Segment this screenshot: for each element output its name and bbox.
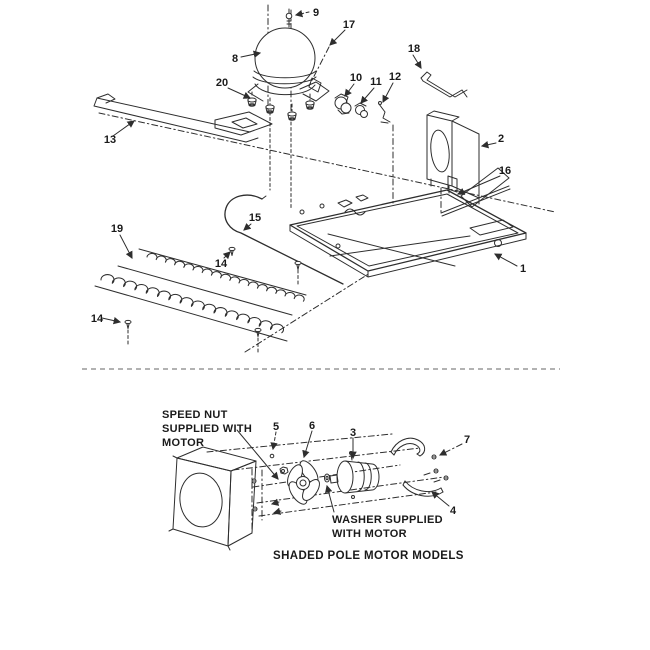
callout-10: 10: [350, 72, 362, 84]
bolt-icon: [443, 475, 449, 481]
callout-17: 17: [343, 19, 355, 31]
screw-icon: [228, 246, 236, 256]
screw-icon: [124, 319, 132, 329]
bolt-icon: [431, 454, 437, 460]
relay-overload-drawing: [335, 94, 390, 123]
motor-drawing: [330, 452, 379, 499]
callout-5: 5: [273, 421, 279, 433]
callout-2: 2: [498, 133, 504, 145]
washer-note-line2: WITH MOTOR: [332, 528, 407, 540]
grommet-icon: [265, 104, 275, 114]
bottom-callout-leaders: [237, 430, 462, 512]
callout-14b: 14: [91, 313, 104, 325]
callout-9: 9: [313, 7, 319, 19]
bottom-callouts: 5 6 3 7 4: [273, 420, 470, 517]
grommet-icon: [305, 100, 315, 110]
bolt-icon: [433, 468, 439, 474]
callout-7: 7: [464, 434, 470, 446]
callout-20: 20: [216, 77, 228, 89]
motor-shroud-box-drawing: [169, 447, 262, 550]
callout-16: 16: [499, 165, 511, 177]
fan-blade-drawing: [270, 454, 329, 507]
callout-8: 8: [232, 53, 238, 65]
callout-14a: 14: [215, 258, 228, 270]
top-callout-leaders: [102, 9, 517, 325]
base-plate-drawing: [290, 190, 526, 277]
callout-11: 11: [370, 76, 382, 88]
fan-shroud-drawing: [427, 111, 479, 204]
bottom-projection-lines: [207, 434, 444, 516]
screw-icon: [294, 260, 302, 270]
bolt-icon: [286, 13, 292, 19]
speed-nut-note-line3: MOTOR: [162, 437, 204, 449]
callout-19: 19: [111, 223, 123, 235]
condenser-coil-drawing: [95, 246, 306, 352]
speed-nut-note-line1: SPEED NUT: [162, 409, 228, 421]
callout-12: 12: [389, 71, 401, 83]
top-callouts: 9 17 8 18 20 10 11 12 13 2 16 15 19 14 1…: [91, 7, 526, 325]
bracket-18-drawing: [421, 72, 467, 97]
callout-3: 3: [350, 427, 356, 439]
bolt-icon: [251, 478, 257, 484]
projection-lines: [99, 5, 555, 352]
callout-13: 13: [104, 134, 116, 146]
washer-note-line1: WASHER SUPPLIED: [332, 514, 443, 526]
section-caption: SHADED POLE MOTOR MODELS: [273, 550, 464, 562]
grommet-icon: [287, 111, 297, 121]
callout-4: 4: [450, 505, 457, 517]
bottom-diagram: 5 6 3 7 4 SPEED NUT SUPPLIED WITH MOTOR …: [162, 409, 470, 562]
washer-icon: [325, 474, 330, 482]
callout-6: 6: [309, 420, 315, 432]
speed-nut-note-line2: SUPPLIED WITH: [162, 423, 252, 435]
top-diagram: 9 17 8 18 20 10 11 12 13 2 16 15 19 14 1…: [91, 5, 555, 352]
bottom-notes: SPEED NUT SUPPLIED WITH MOTOR WASHER SUP…: [162, 409, 464, 562]
callout-1: 1: [520, 263, 526, 275]
callout-18: 18: [408, 43, 420, 55]
grommet-icon: [247, 97, 257, 107]
tube-15-drawing: [225, 195, 343, 284]
callout-15: 15: [249, 212, 261, 224]
baffle-16-drawing: [441, 168, 510, 216]
rail-13-drawing: [94, 94, 272, 142]
bolt-icon: [252, 506, 258, 512]
compressor-drawing: [247, 9, 329, 121]
mounting-brackets-drawing: [391, 438, 449, 496]
